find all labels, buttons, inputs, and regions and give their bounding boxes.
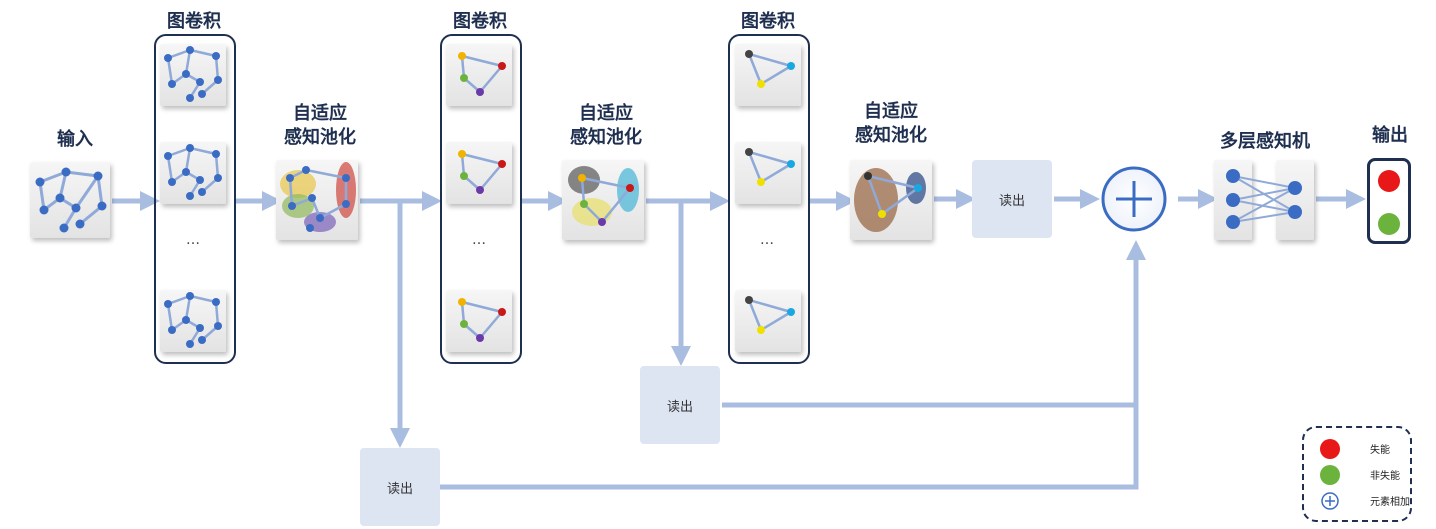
gcn1-graph-tile-1 (160, 44, 226, 106)
graph-icon (164, 292, 222, 348)
gcn3-graph-tile-1 (735, 44, 801, 106)
graph-icon (745, 50, 795, 88)
graph-icon (458, 150, 506, 194)
mlp-layer-2 (1276, 160, 1314, 240)
gcn2-graph-tile-3 (446, 290, 512, 352)
gcn2-graph-tile-2 (446, 142, 512, 204)
gcn1-graph-tile-2 (160, 142, 226, 204)
flow-arrows (112, 189, 1366, 490)
pooled-graph-icon (854, 168, 926, 232)
gcn1-graph-tile-3 (160, 290, 226, 352)
input-graph-icon (35, 167, 107, 233)
legend-row-plus: 元素相加 (1304, 490, 1414, 512)
gcn1-frame (154, 34, 236, 364)
gcn3-frame (728, 34, 810, 364)
input-graph-tile (30, 162, 110, 238)
readout-box-1: 读出 (360, 448, 440, 526)
output-box (1367, 158, 1411, 244)
graph-icon (458, 298, 506, 342)
gcn1-ellipsis: … (186, 232, 202, 248)
pool2-graph-tile (562, 160, 644, 240)
gcn2-label: 图卷积 (453, 11, 507, 32)
pool1-label-line2: 感知池化 (284, 127, 356, 148)
pool3-label: 自适应 感知池化 (841, 100, 941, 148)
pool1-graph-tile (276, 160, 358, 240)
pool3-label-line2: 感知池化 (855, 125, 927, 146)
legend-row-red: 失能 (1304, 438, 1414, 460)
pool1-label: 自适应 感知池化 (270, 102, 370, 150)
output-label: 输出 (1372, 125, 1408, 146)
green-dot-icon (1320, 465, 1340, 485)
readout-box-2: 读出 (640, 366, 720, 444)
graph-icon (745, 296, 795, 334)
graph-icon (164, 46, 222, 102)
non-disabled-class-dot (1378, 213, 1400, 235)
arrow-readout1-sum (440, 240, 1146, 490)
disabled-class-dot (1378, 170, 1400, 192)
pool3-graph-tile (850, 160, 932, 240)
gcn3-ellipsis: … (760, 232, 776, 248)
pool1-label-line1: 自适应 (293, 103, 347, 124)
red-dot-icon (1320, 439, 1340, 459)
graph-icon (458, 52, 506, 96)
input-label: 输入 (57, 129, 93, 150)
gcn2-graph-tile-1 (446, 44, 512, 106)
pooled-graph-icon (280, 162, 356, 232)
gcn2-frame (440, 34, 522, 364)
plus-circle-icon (1321, 492, 1339, 510)
pool2-label-line2: 感知池化 (570, 127, 642, 148)
pool2-label: 自适应 感知池化 (556, 102, 656, 150)
gcn3-graph-tile-2 (735, 142, 801, 204)
elementwise-sum-icon (1101, 166, 1167, 232)
graph-icon (745, 148, 795, 186)
pool3-label-line1: 自适应 (864, 101, 918, 122)
legend-plus-label: 元素相加 (1370, 497, 1410, 508)
mlp-label: 多层感知机 (1220, 131, 1310, 152)
gcn3-label: 图卷积 (741, 11, 795, 32)
legend-red-label: 失能 (1370, 445, 1390, 456)
readout-box-3: 读出 (972, 160, 1052, 238)
gcn1-label: 图卷积 (167, 11, 221, 32)
legend-green-label: 非失能 (1370, 471, 1400, 482)
gcn3-graph-tile-3 (735, 290, 801, 352)
mlp-network-icon (1226, 169, 1302, 229)
legend-row-green: 非失能 (1304, 464, 1414, 486)
legend: 失能 非失能 元素相加 (1302, 426, 1412, 522)
pooled-graph-icon (568, 166, 639, 226)
graph-icon (164, 144, 222, 200)
pool2-label-line1: 自适应 (579, 103, 633, 124)
gcn2-ellipsis: … (472, 232, 488, 248)
